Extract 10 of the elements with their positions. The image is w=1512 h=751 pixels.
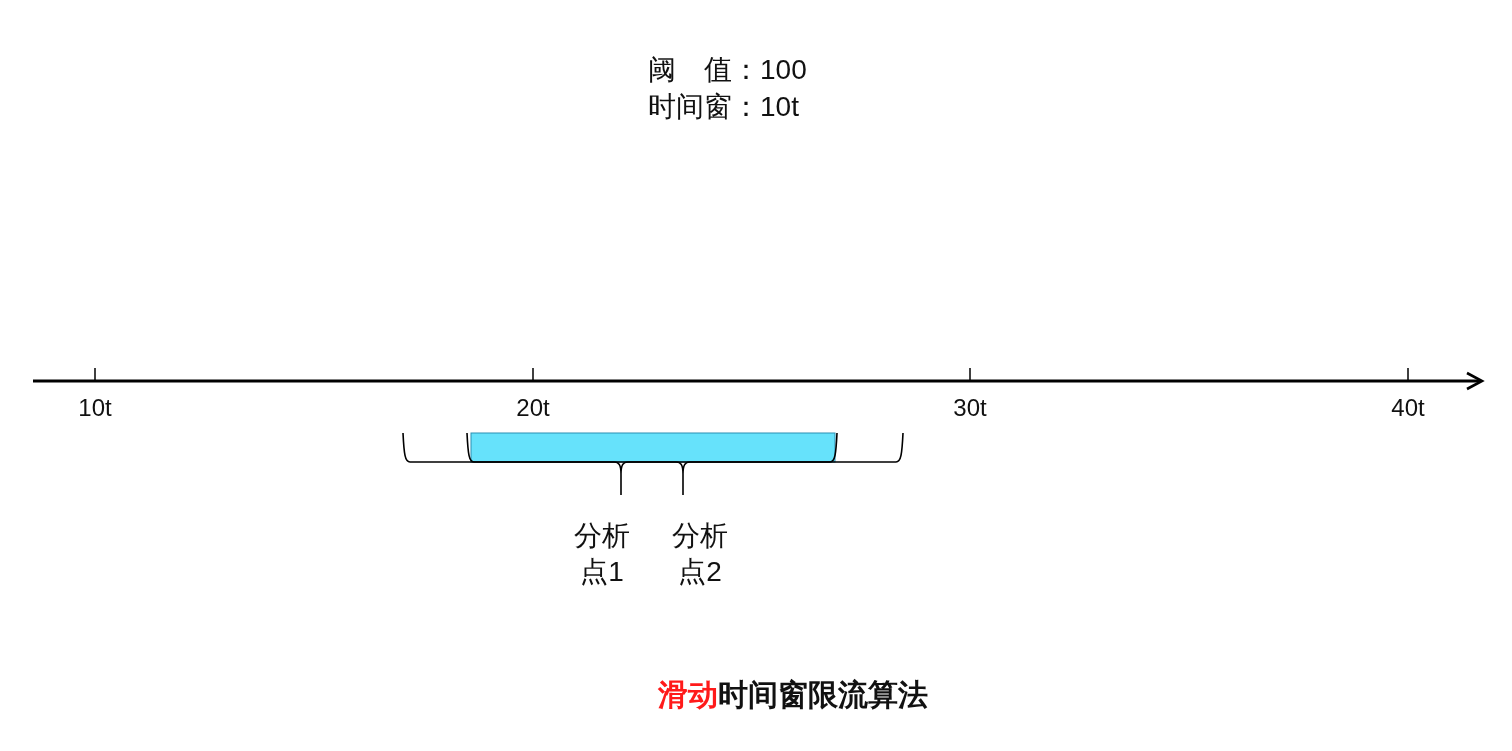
tick-label: 40t xyxy=(1391,393,1425,423)
point-label: 分析点1 xyxy=(573,519,631,589)
tick-label: 20t xyxy=(516,393,550,423)
note-text: 阈 值：100 xyxy=(648,53,807,87)
point-label: 分析点2 xyxy=(671,519,729,589)
tick-label: 30t xyxy=(953,393,987,423)
note-text: 时间窗：10t xyxy=(648,90,799,124)
window-bar xyxy=(470,432,836,463)
caption: 滑动时间窗限流算法 xyxy=(658,676,928,714)
tick-label: 10t xyxy=(78,393,112,423)
